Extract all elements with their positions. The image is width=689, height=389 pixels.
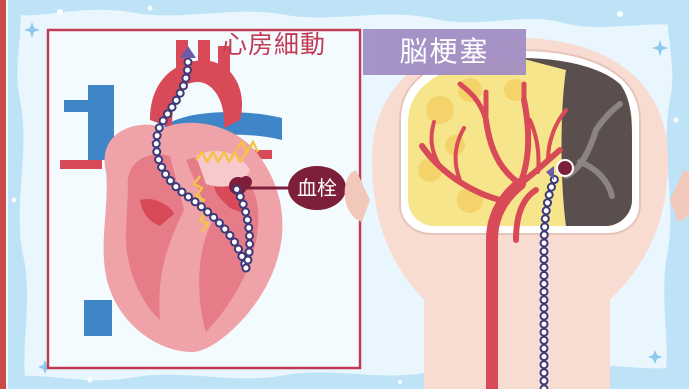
- blood-clot-label: 血栓: [288, 166, 346, 210]
- cerebral-infarction-label: 脳梗塞: [363, 29, 526, 75]
- head-illustration: [345, 38, 689, 389]
- atrial-fibrillation-label: 心房細動: [222, 32, 326, 57]
